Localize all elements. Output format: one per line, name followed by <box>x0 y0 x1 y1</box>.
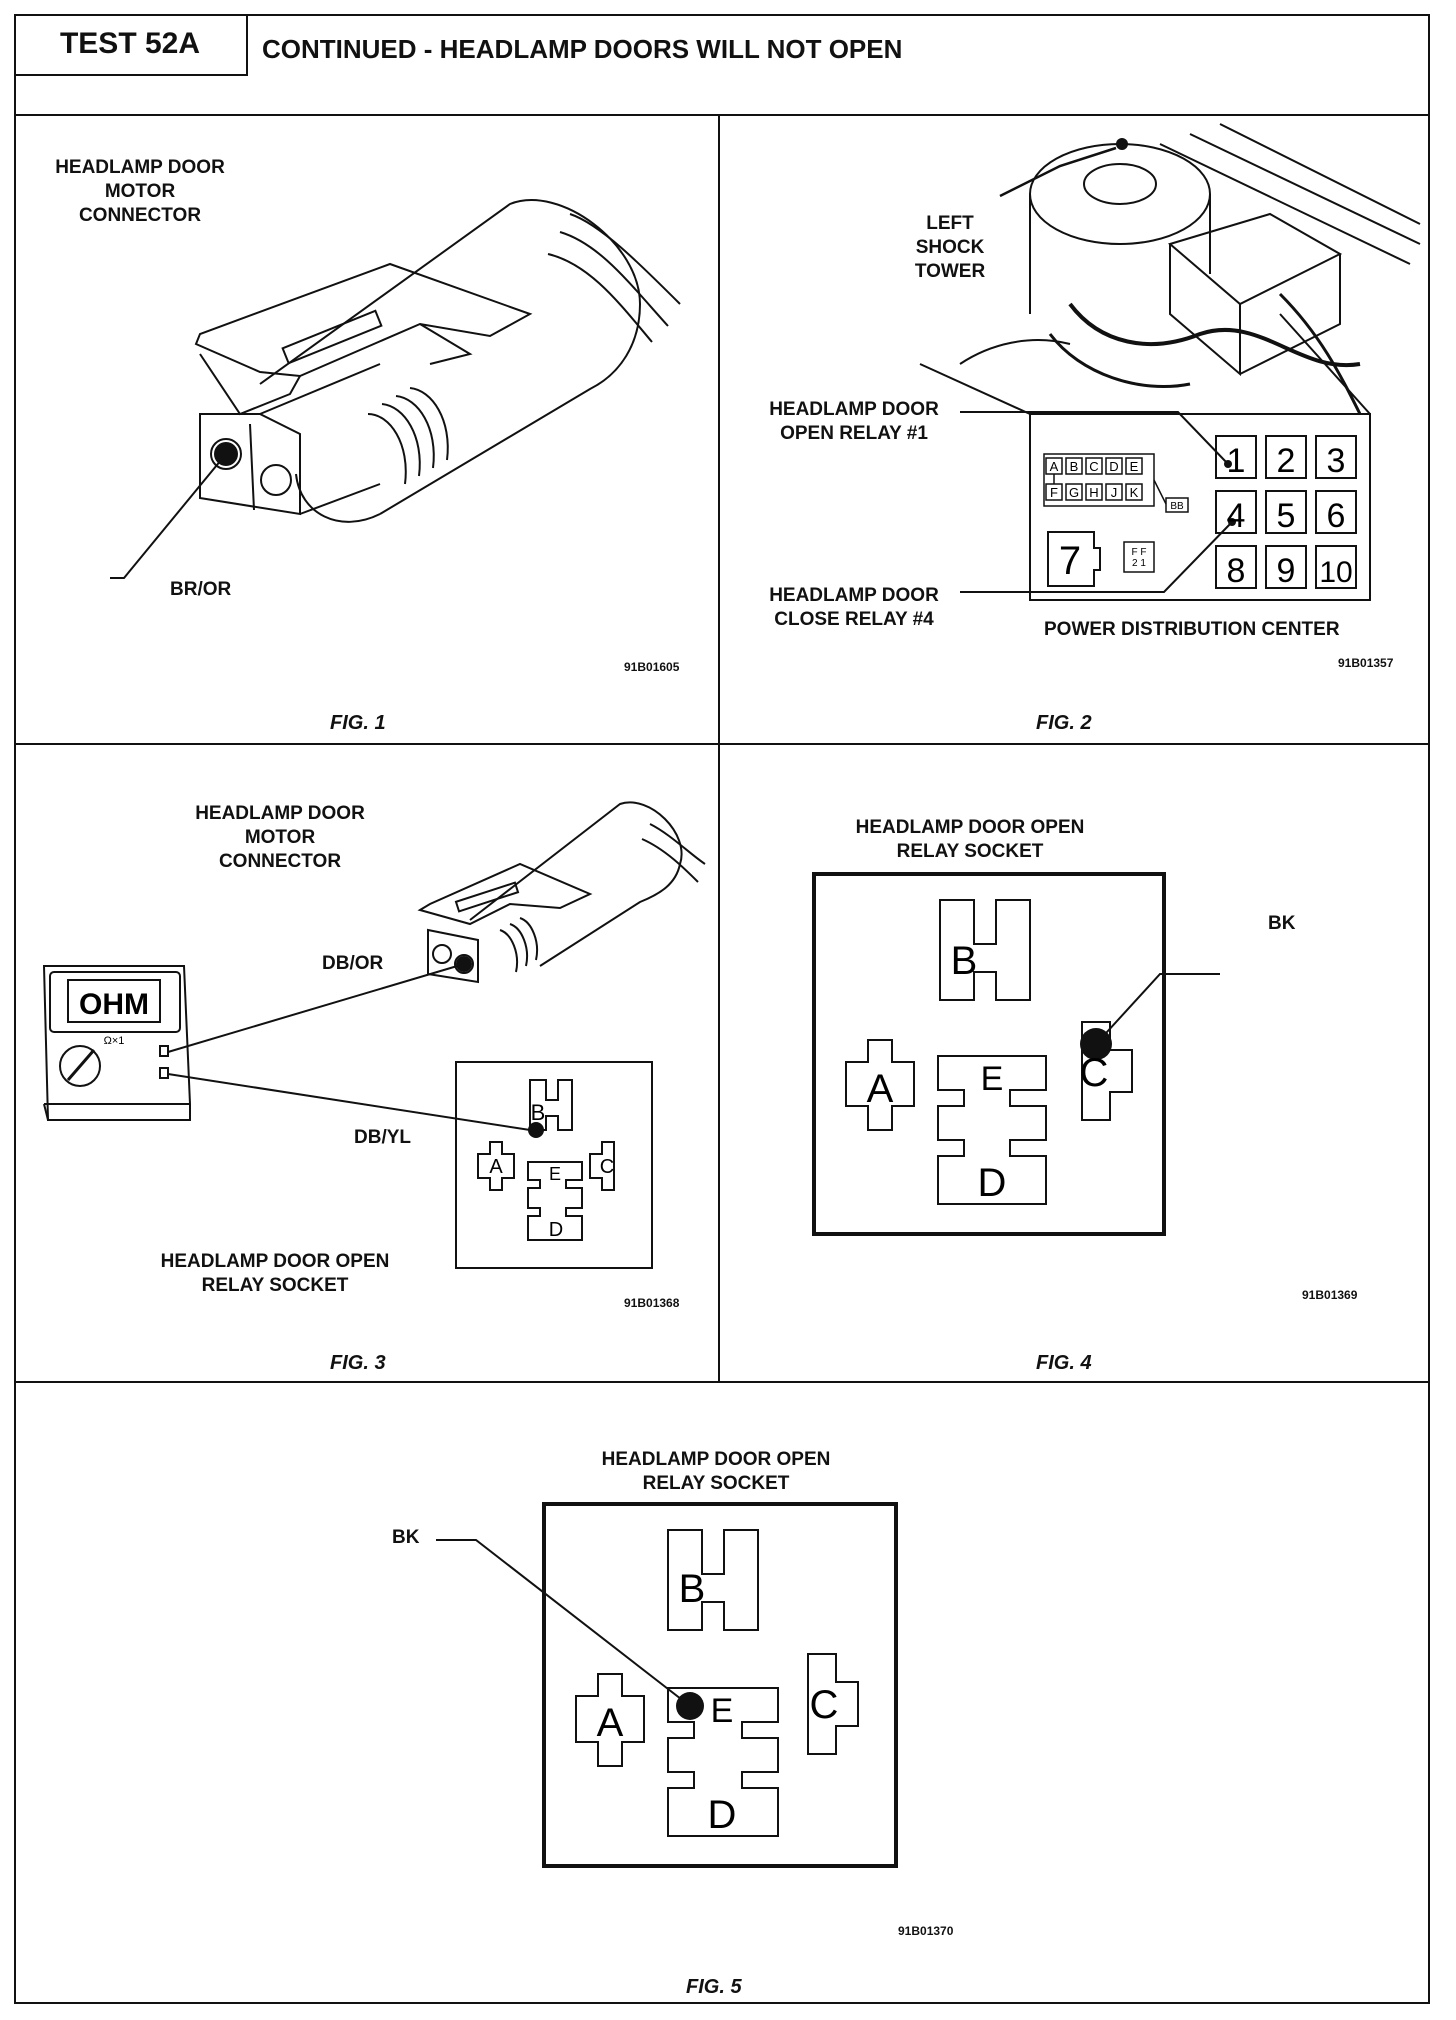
fig2-open-relay-label: HEADLAMP DOOR OPEN RELAY #1 <box>769 399 939 444</box>
relay-3: 3 <box>1327 442 1346 480</box>
fuse-a: A <box>1050 459 1059 474</box>
fig4-code: 91B01369 <box>1302 1288 1358 1302</box>
fig1-connector-drawing <box>110 199 681 579</box>
fig5-pin-b: B <box>679 1567 706 1611</box>
fig2-engine-drawing: 1 2 3 4 5 6 8 9 10 A B C D E F G H J K B… <box>919 123 1421 601</box>
fig2-shock-tower-label: LEFT SHOCK TOWER <box>914 213 986 282</box>
fig4-wire-label: BK <box>1268 913 1296 934</box>
slot-7: 7 <box>1059 539 1081 583</box>
relay-1: 1 <box>1227 442 1246 480</box>
fig4-pin-c: C <box>1080 1051 1109 1095</box>
relay-10: 10 <box>1319 556 1352 589</box>
page-title: CONTINUED - HEADLAMP DOORS WILL NOT OPEN <box>262 34 903 64</box>
page-frame <box>14 14 1430 2004</box>
relay-2: 2 <box>1277 442 1296 480</box>
meter-range: Ω×1 <box>104 1035 125 1047</box>
fig5-title: HEADLAMP DOOR OPEN RELAY SOCKET <box>601 1449 831 1494</box>
fuse-k: K <box>1130 485 1139 500</box>
fig2-close-relay-label: HEADLAMP DOOR CLOSE RELAY #4 <box>769 585 939 630</box>
relay-9: 9 <box>1277 552 1296 590</box>
meter-display: OHM <box>79 988 149 1021</box>
fuse-g: G <box>1069 485 1079 500</box>
fig3-socket-label: HEADLAMP DOOR OPEN RELAY SOCKET <box>160 1251 390 1296</box>
fig4-caption: FIG. 4 <box>1036 1352 1092 1374</box>
header-divider <box>14 114 1430 116</box>
fig2-pdc-label: POWER DISTRIBUTION CENTER <box>1044 619 1340 640</box>
relay-6: 6 <box>1327 497 1346 535</box>
fig3-code: 91B01368 <box>624 1296 680 1310</box>
fig3-title: HEADLAMP DOOR MOTOR CONNECTOR <box>195 803 365 872</box>
fig4-socket-drawing: B A C E D <box>812 872 1220 1236</box>
fig3-wire1-label: DB/OR <box>322 953 384 974</box>
fig5-wire-label: BK <box>392 1527 420 1548</box>
fig5-pin-d: D <box>708 1793 737 1837</box>
fig5-caption: FIG. 5 <box>686 1976 742 1998</box>
relay-4: 4 <box>1227 497 1246 535</box>
fig4-pin-e: E <box>981 1060 1004 1098</box>
fig3-caption: FIG. 3 <box>330 1352 386 1374</box>
fig2-caption: FIG. 2 <box>1036 712 1092 734</box>
fig1-caption: FIG. 1 <box>330 712 386 734</box>
relay-5: 5 <box>1277 497 1296 535</box>
fig4-pin-d: D <box>978 1161 1007 1205</box>
fig2-code: 91B01357 <box>1338 656 1394 670</box>
fig3-pin-c: C <box>600 1156 614 1178</box>
fuse-b: B <box>1070 459 1079 474</box>
fuse-f: F <box>1050 485 1058 500</box>
column-divider <box>718 114 720 1382</box>
fig3-pin-e: E <box>549 1164 561 1184</box>
fig5-pin-a: A <box>597 1701 624 1745</box>
test-number: TEST 52A <box>14 14 248 76</box>
fuse-d: D <box>1109 459 1118 474</box>
fig3-drawing: OHM Ω×1 B A C E D <box>42 801 706 1269</box>
fig4-pin-b: B <box>951 939 978 983</box>
fig3-pin-d: D <box>549 1219 563 1241</box>
fuse-h: H <box>1089 485 1098 500</box>
fig5-code: 91B01370 <box>898 1924 954 1938</box>
fuse-c: C <box>1089 459 1098 474</box>
fig5-pin-e: E <box>711 1692 734 1730</box>
relay-8: 8 <box>1227 552 1246 590</box>
fig3-pin-a: A <box>489 1156 503 1178</box>
fig1-title: HEADLAMP DOOR MOTOR CONNECTOR <box>55 157 225 226</box>
fig5-pin-c: C <box>810 1683 839 1727</box>
fuse-e: E <box>1130 459 1139 474</box>
fig5-socket-drawing: B A C E D <box>436 1502 898 1868</box>
fig1-wire-label: BR/OR <box>170 579 232 600</box>
fuse-j: J <box>1111 485 1118 500</box>
fig1-code: 91B01605 <box>624 660 680 674</box>
fuse-bb: BB <box>1170 501 1184 512</box>
fig3-pin-b: B <box>531 1100 546 1125</box>
fig3-wire2-label: DB/YL <box>354 1127 411 1148</box>
fig4-pin-a: A <box>867 1067 894 1111</box>
fig4-title: HEADLAMP DOOR OPEN RELAY SOCKET <box>855 817 1085 862</box>
row-divider-2 <box>14 1381 1430 1383</box>
row-divider-1 <box>14 743 1430 745</box>
